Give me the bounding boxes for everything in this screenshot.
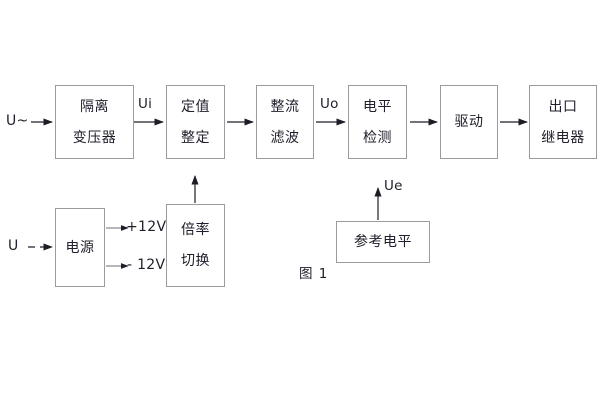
block-isolation-transformer[interactable]: 隔离 变压器 [55, 85, 134, 159]
block-label-line: 参考电平 [354, 234, 412, 250]
block-reference-level[interactable]: 参考电平 [336, 221, 430, 263]
block-drive[interactable]: 驱动 [440, 85, 498, 159]
block-multiplier-switch[interactable]: 倍率 切换 [166, 204, 225, 287]
block-label-line: 变压器 [72, 129, 117, 146]
label-dc-input: U [8, 238, 19, 254]
block-label-line: 检测 [363, 129, 392, 146]
label-uo: Uo [320, 96, 339, 112]
block-label-line: 隔离 [80, 98, 109, 115]
block-output-relay[interactable]: 出口 继电器 [529, 85, 597, 159]
label-ui: Ui [138, 96, 153, 112]
block-label-line: 倍率 [181, 222, 210, 238]
block-label-line: 电平 [363, 98, 392, 115]
block-label-line: 驱动 [454, 114, 484, 130]
block-label-line: 整流 [270, 98, 300, 115]
block-level-detect[interactable]: 电平 检测 [348, 85, 407, 159]
block-power-supply[interactable]: 电源 [55, 208, 105, 287]
block-label-line: 切换 [181, 253, 210, 269]
block-label-line: 电源 [65, 239, 95, 256]
block-label-line: 整定 [181, 129, 210, 146]
block-label-line: 定值 [181, 98, 210, 115]
block-setting-value[interactable]: 定值 整定 [166, 85, 225, 159]
block-label-line: 滤波 [270, 129, 300, 146]
block-rectify-filter[interactable]: 整流 滤波 [256, 85, 314, 159]
figure-caption: 图 1 [299, 266, 329, 282]
label-ac-input: U~ [6, 113, 29, 129]
block-label-line: 继电器 [541, 129, 585, 146]
label-ue: Ue [384, 178, 403, 194]
label-rail-positive: +12V [126, 219, 167, 235]
block-label-line: 出口 [548, 98, 578, 115]
label-rail-negative: - 12V [127, 257, 166, 273]
